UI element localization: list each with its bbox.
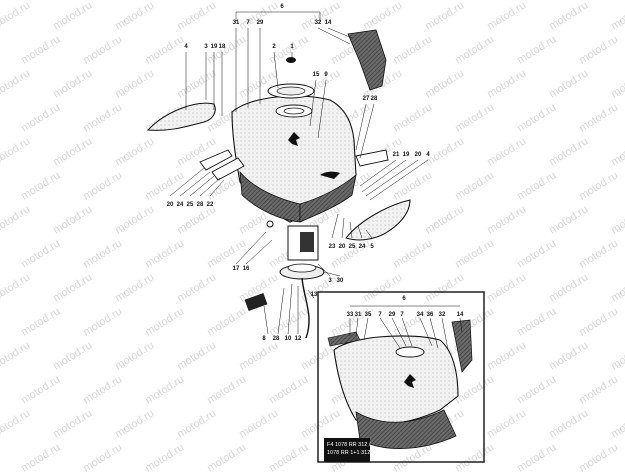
inset-callout-7: 7 <box>400 312 404 318</box>
inset-callout-31: 31 <box>355 312 362 318</box>
main-callout-19: 19 <box>403 152 410 158</box>
main-callout-29: 29 <box>257 20 264 26</box>
main-callout-27: 27 <box>363 96 370 102</box>
inset-callout-6: 6 <box>402 296 406 302</box>
main-callout-13: 13 <box>311 292 318 298</box>
main-callout-3: 3 <box>204 44 208 50</box>
main-callout-8: 8 <box>262 336 266 342</box>
main-callout-15: 15 <box>313 72 320 78</box>
main-callout-7: 7 <box>246 20 250 26</box>
main-callout-6: 6 <box>280 4 284 10</box>
main-callout-20: 20 <box>339 244 346 250</box>
inset-callout-7: 7 <box>378 312 382 318</box>
main-callout-21: 21 <box>393 152 400 158</box>
main-callout-23: 23 <box>329 244 336 250</box>
tank-cover-piece <box>347 29 387 91</box>
left-side-panel <box>146 102 216 131</box>
main-callout-16: 16 <box>243 266 250 272</box>
main-callout-4: 4 <box>426 152 430 158</box>
main-callout-24: 24 <box>359 244 366 250</box>
inset-caption-line2: 1078 RR 1+1 312 <box>327 450 371 456</box>
main-callout-10: 10 <box>285 336 292 342</box>
main-callout-32: 32 <box>315 20 322 26</box>
main-callout-28: 28 <box>273 336 280 342</box>
right-bracket <box>355 149 389 167</box>
main-callout-24: 24 <box>177 202 184 208</box>
inset-callout-29: 29 <box>389 312 396 318</box>
fuel-tank-main <box>231 57 357 223</box>
inset-callout-33: 33 <box>347 312 354 318</box>
fuel-pump-assembly <box>244 220 325 339</box>
inset-caption: F4 1078 RR 312 / 1078 RR 1+1 312 <box>324 438 370 462</box>
main-callout-18: 18 <box>219 44 226 50</box>
main-callout-30: 30 <box>337 278 344 284</box>
main-callout-4: 4 <box>184 44 188 50</box>
main-callout-9: 9 <box>324 72 328 78</box>
left-bracket <box>199 149 233 171</box>
left-bracket-lower <box>211 157 245 181</box>
inset-fuel-tank <box>327 319 473 449</box>
main-callout-19: 19 <box>211 44 218 50</box>
main-callout-17: 17 <box>233 266 240 272</box>
main-callout-20: 20 <box>415 152 422 158</box>
main-callout-3: 3 <box>328 278 332 284</box>
main-callout-1: 1 <box>290 44 294 50</box>
main-callout-20: 20 <box>167 202 174 208</box>
inset-callout-32: 32 <box>439 312 446 318</box>
main-callout-28: 28 <box>371 96 378 102</box>
inset-callout-14: 14 <box>457 312 464 318</box>
main-callout-12: 12 <box>295 336 302 342</box>
main-callout-14: 14 <box>325 20 332 26</box>
inset-callout-34: 34 <box>417 312 424 318</box>
inset-callout-36: 36 <box>427 312 434 318</box>
main-callout-25: 25 <box>349 244 356 250</box>
main-callout-31: 31 <box>233 20 240 26</box>
leader-lines <box>169 11 463 351</box>
right-side-panel <box>345 199 411 241</box>
inset-callout-35: 35 <box>365 312 372 318</box>
main-callout-25: 25 <box>187 202 194 208</box>
main-callout-28: 28 <box>197 202 204 208</box>
main-callout-2: 2 <box>272 44 276 50</box>
inset-frame <box>317 291 485 463</box>
inset-caption-line1: F4 1078 RR 312 / <box>327 442 371 448</box>
main-callout-5: 5 <box>370 244 374 250</box>
main-callout-22: 22 <box>207 202 214 208</box>
